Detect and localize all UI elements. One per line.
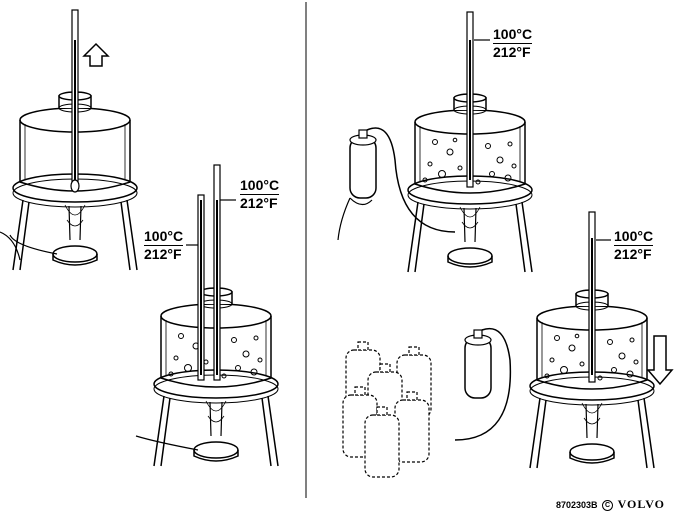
celsius-label: 100°C	[493, 26, 533, 44]
fahrenheit-label: 212°F	[240, 195, 278, 211]
up-arrow-icon	[82, 42, 110, 67]
apparatus-2	[135, 287, 279, 467]
celsius-label: 100°C	[144, 228, 184, 246]
down-arrow-icon	[646, 335, 674, 386]
hose-2	[454, 327, 512, 441]
fahrenheit-label: 212°F	[614, 246, 652, 262]
celsius-label: 100°C	[240, 177, 280, 195]
thermometer-3	[466, 11, 474, 188]
apparatus-1	[0, 91, 138, 271]
fluid-bottle-1	[349, 129, 377, 199]
temp-label-panel2-top: 100°C 212°F	[240, 177, 280, 211]
temp-label-panel4: 100°C 212°F	[614, 228, 654, 262]
celsius-label: 100°C	[614, 228, 654, 246]
brand-name: VOLVO	[617, 497, 665, 511]
thermometer-1	[70, 9, 80, 193]
fahrenheit-label: 212°F	[144, 246, 182, 262]
hose-1	[366, 127, 456, 233]
fluid-bottle-2	[464, 329, 492, 399]
dashed-bottles	[342, 341, 432, 478]
copyright-icon: C	[602, 500, 614, 512]
thermometer-4	[588, 211, 596, 383]
temp-label-panel3: 100°C 212°F	[493, 26, 533, 60]
temp-label-panel2-left: 100°C 212°F	[144, 228, 184, 262]
thermometer-2b	[213, 164, 221, 381]
thermometer-2a	[197, 194, 205, 381]
figure-footer: 8702303B C VOLVO	[556, 497, 665, 512]
fahrenheit-label: 212°F	[493, 44, 531, 60]
figure-code: 8702303B	[556, 500, 598, 510]
